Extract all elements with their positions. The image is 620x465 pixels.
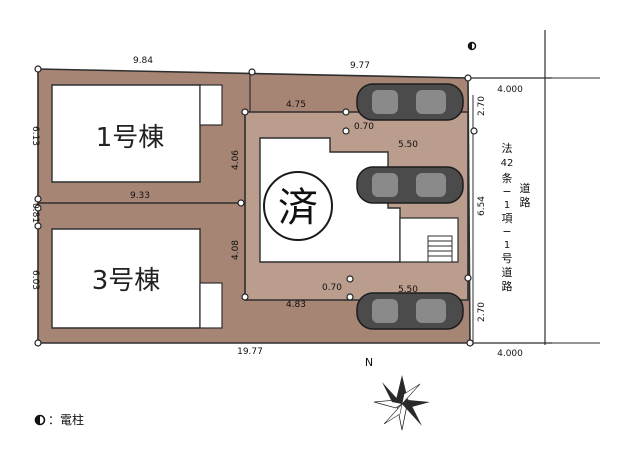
dim-parking-bottom: 5.50	[398, 285, 418, 295]
utility-pole-icon	[467, 41, 477, 51]
car-icon	[356, 166, 464, 204]
building-3: 3号棟	[51, 228, 223, 329]
dim-bottom: 19.77	[237, 347, 263, 357]
stairs-icon	[427, 235, 453, 263]
compass-icon: N	[365, 356, 430, 431]
dim-right-bottom: 2.70	[477, 302, 487, 322]
road-label-suffix: 道 路	[520, 181, 531, 209]
dim-mid-width: 9.33	[130, 191, 150, 201]
legend: ：電柱	[34, 412, 84, 427]
road	[468, 30, 600, 345]
legend-text: ：電柱	[48, 412, 84, 427]
svg-text:項: 項	[502, 212, 513, 225]
car-icon	[356, 83, 464, 121]
sold-badge	[263, 171, 333, 241]
building-1-label: 1号棟	[96, 123, 165, 153]
svg-text:道: 道	[502, 265, 513, 279]
svg-text:−: −	[502, 185, 511, 198]
road-suffix-char: 路	[520, 196, 531, 209]
north-label: N	[365, 356, 373, 369]
dim-top-right: 9.77	[350, 61, 370, 71]
dim-court-left-top: 4.06	[231, 150, 241, 170]
dim-left-mid: 0.81	[30, 203, 40, 223]
road-label: 法 42 条 − 1 項 − 1 号 道 路	[501, 141, 514, 293]
dim-road-top: 4.000	[497, 85, 523, 95]
svg-text:42: 42	[501, 158, 514, 169]
dim-court-top: 4.75	[286, 100, 306, 110]
dimension-labels: 9.84 9.77 4.75 0.70 5.50 9.33 4.06 4.08 …	[30, 56, 523, 359]
dim-court-bottom: 4.83	[286, 300, 306, 310]
svg-text:号: 号	[502, 252, 513, 265]
svg-text:路: 路	[502, 280, 513, 293]
sold-mark: 済	[278, 185, 318, 231]
svg-text:1: 1	[504, 200, 510, 211]
building-1: 1号棟	[51, 84, 223, 183]
dim-gap-top: 0.70	[354, 122, 374, 132]
dim-left-bottom: 6.03	[30, 270, 40, 290]
svg-text:−: −	[502, 225, 511, 238]
dim-court-left-bottom: 4.08	[231, 240, 241, 260]
dim-road-bottom: 4.000	[497, 349, 523, 359]
dim-right-mid: 6.54	[477, 196, 487, 216]
car-icon	[356, 292, 464, 330]
building-3-label: 3号棟	[92, 266, 161, 296]
svg-text:法: 法	[502, 141, 513, 155]
svg-text:1: 1	[504, 240, 510, 251]
vertex-markers	[34, 65, 478, 347]
svg-text:条: 条	[502, 171, 513, 185]
dim-top-left: 9.84	[133, 56, 153, 66]
dim-right-top: 2.70	[477, 96, 487, 116]
dim-parking-top: 5.50	[398, 140, 418, 150]
dim-gap-bottom: 0.70	[322, 283, 342, 293]
road-suffix-char: 道	[520, 181, 531, 195]
dim-left-top: 6.13	[30, 126, 40, 146]
